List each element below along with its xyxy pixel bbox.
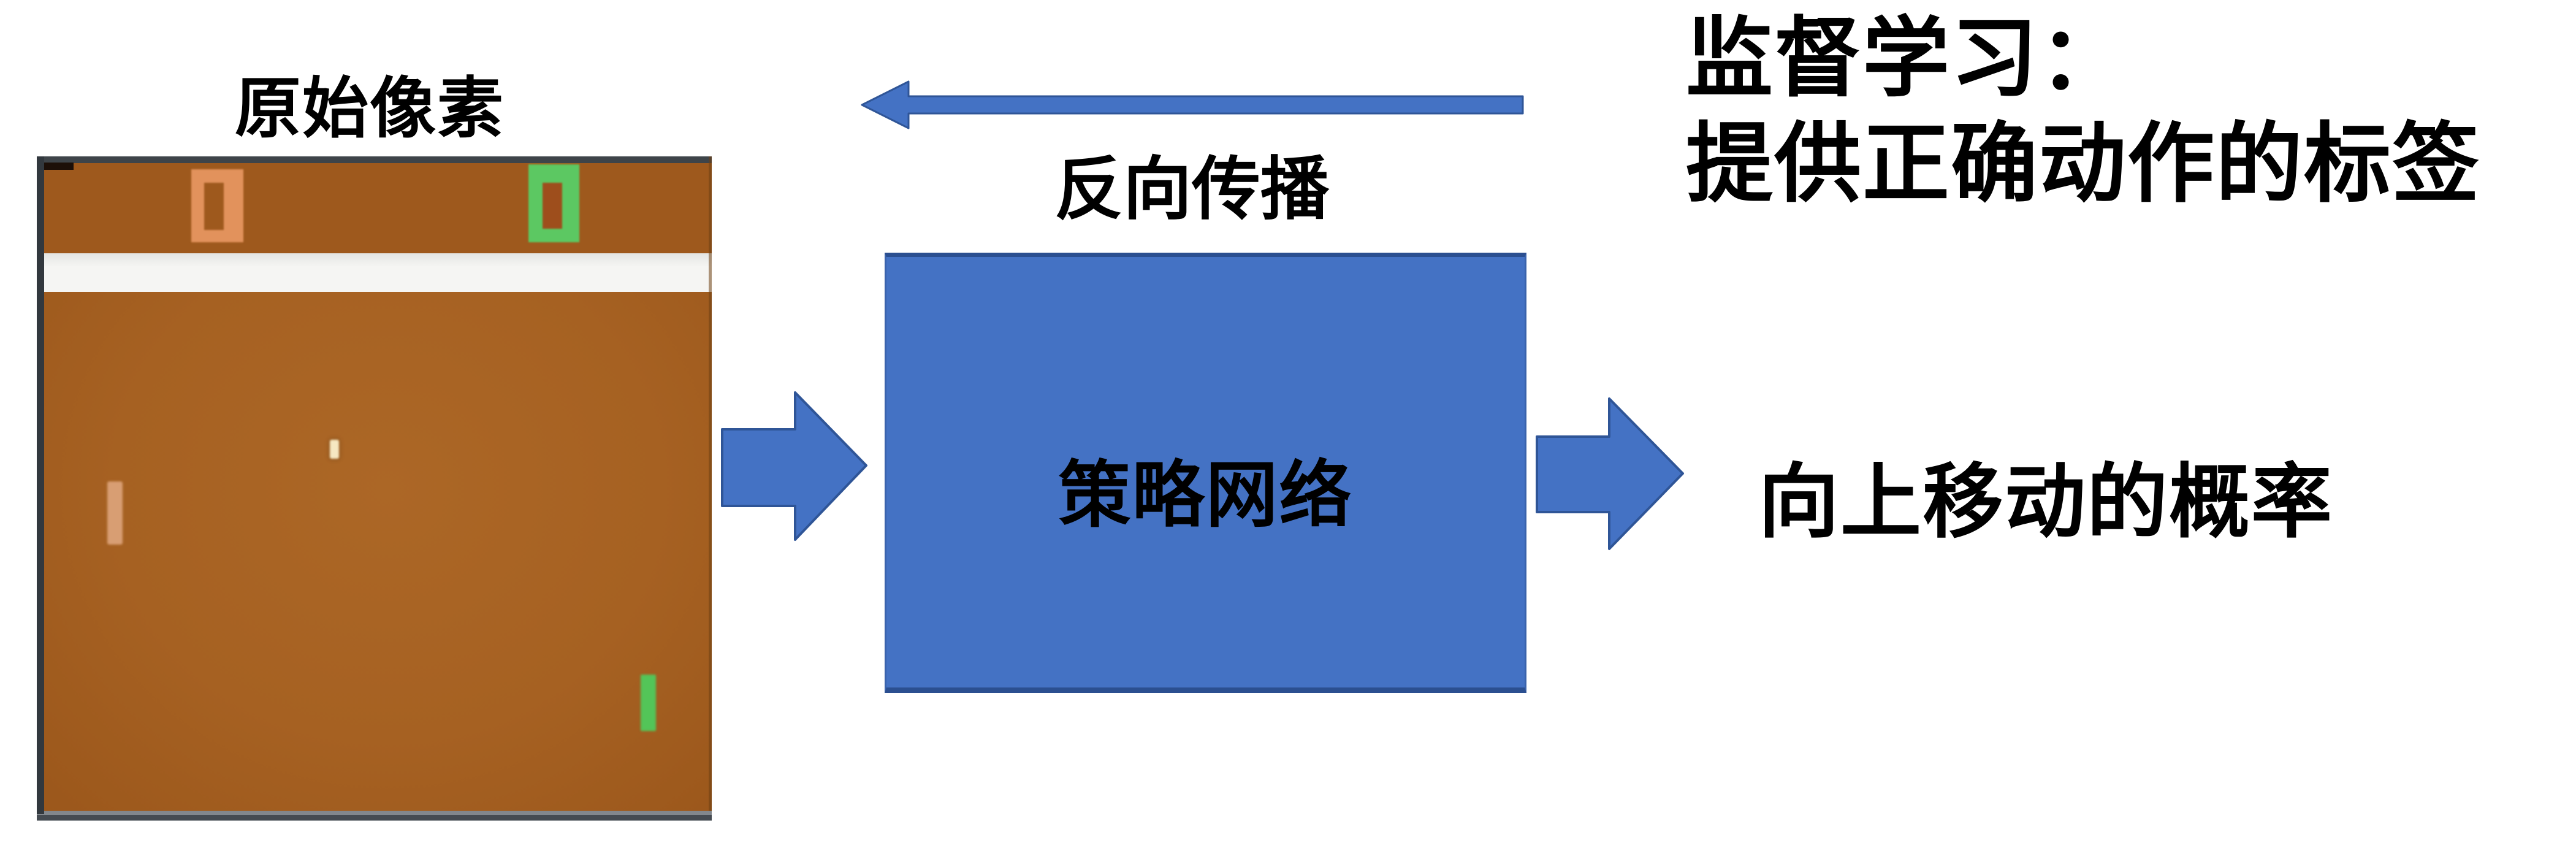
supervised-caption-line1: 监督学习： <box>1686 10 2127 107</box>
game-bottom-line <box>37 811 712 815</box>
game-right-border <box>709 156 712 811</box>
move-up-probability-label: 向上移动的概率 <box>1758 458 2333 548</box>
opponent-paddle <box>107 481 123 545</box>
input-arrow-icon <box>721 391 867 541</box>
backprop-label: 反向传播 <box>1054 152 1329 228</box>
policy-network-box: 策略网络 <box>885 253 1526 693</box>
player-paddle <box>641 675 656 731</box>
game-left-border <box>37 156 44 814</box>
game-corner-notch <box>42 163 74 170</box>
player-score-digit-hole <box>543 183 562 229</box>
pong-game-screenshot <box>37 156 712 821</box>
game-bottom-border <box>37 815 712 821</box>
game-top-border <box>37 156 712 163</box>
game-playfield <box>37 292 712 811</box>
opponent-score-zero-digit <box>191 169 243 242</box>
opponent-score-digit-hole <box>204 183 224 230</box>
game-score-area <box>37 163 712 253</box>
player-score-zero-digit <box>528 164 579 242</box>
pong-ball <box>330 440 339 459</box>
backprop-arrow-icon <box>861 80 1524 129</box>
game-wall-band <box>37 253 712 292</box>
supervised-learning-caption: 监督学习： 提供正确动作的标签 <box>1686 6 2480 217</box>
policy-network-label: 策略网络 <box>1058 455 1353 536</box>
output-arrow-icon <box>1536 397 1684 550</box>
supervised-caption-line2: 提供正确动作的标签 <box>1686 116 2480 213</box>
raw-pixels-label: 原始像素 <box>234 73 505 146</box>
